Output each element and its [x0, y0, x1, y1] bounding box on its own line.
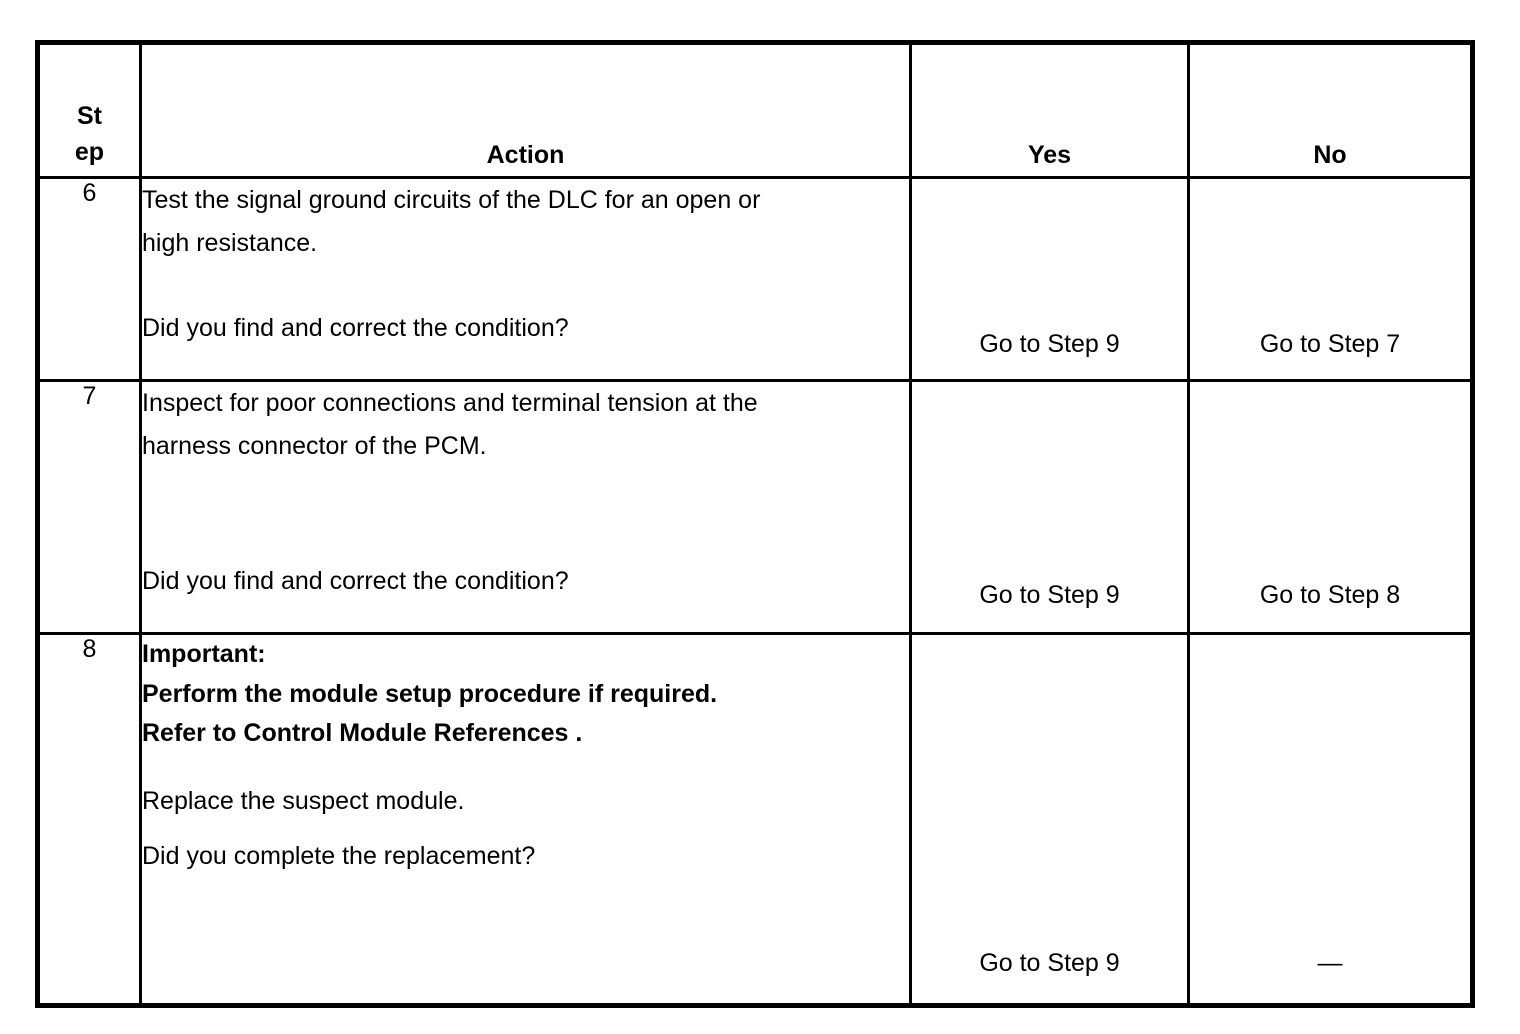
action-line: Test the signal ground circuits of the D…	[142, 186, 761, 214]
no-answer-cell: Go to Step 7	[1187, 176, 1474, 382]
column-header-step-line2: ep	[74, 137, 105, 166]
diagnostic-procedure-table: St ep Action Yes No 6 Te	[35, 40, 1475, 1008]
no-answer-cell: —	[1187, 632, 1474, 1007]
table-header: St ep Action Yes No	[36, 41, 1474, 179]
column-header-step: St ep	[36, 41, 142, 179]
yes-answer-cell: Go to Step 9	[909, 379, 1190, 635]
action-important-line: Perform the module setup procedure if re…	[142, 679, 718, 708]
yes-answer-cell: Go to Step 9	[909, 632, 1190, 1007]
column-header-yes: Yes	[909, 41, 1190, 179]
column-header-step-line1: St	[77, 101, 102, 130]
no-answer-label: Go to Step 7	[1259, 330, 1401, 358]
action-question: Did you complete the replacement?	[142, 841, 536, 870]
yes-answer-label: Go to Step 9	[979, 949, 1120, 977]
column-header-action: Action	[139, 41, 912, 179]
action-important-heading: Important:	[142, 640, 266, 668]
action-line: high resistance.	[142, 229, 318, 257]
action-cell: Inspect for poor connections and termina…	[139, 379, 912, 635]
column-header-no-label: No	[1313, 140, 1347, 169]
spacer	[142, 823, 909, 835]
action-line: Inspect for poor connections and termina…	[142, 389, 758, 417]
table-row: 7 Inspect for poor connections and termi…	[36, 379, 1474, 635]
action-cell: Important: Perform the module setup proc…	[139, 632, 912, 1007]
table-row: 6 Test the signal ground circuits of the…	[36, 176, 1474, 382]
action-important-reference: Refer to Control Module References .	[142, 719, 583, 747]
no-answer-dash: —	[1317, 949, 1343, 977]
spacer	[142, 265, 909, 307]
spacer	[142, 468, 909, 560]
step-number-cell: 6	[36, 176, 142, 382]
yes-answer-label: Go to Step 9	[979, 330, 1120, 358]
yes-answer-cell: Go to Step 9	[909, 176, 1190, 382]
action-question: Did you find and correct the condition?	[142, 314, 569, 342]
action-question: Did you find and correct the condition?	[142, 567, 569, 595]
action-line: harness connector of the PCM.	[142, 432, 487, 460]
no-answer-cell: Go to Step 8	[1187, 379, 1474, 635]
action-cell: Test the signal ground circuits of the D…	[139, 176, 912, 382]
spacer	[142, 754, 909, 780]
header-row: St ep Action Yes No	[36, 41, 1474, 179]
no-answer-label: Go to Step 8	[1259, 581, 1401, 609]
column-header-no: No	[1187, 41, 1474, 179]
action-line: Replace the suspect module.	[142, 786, 465, 815]
column-header-yes-label: Yes	[1027, 140, 1072, 169]
table-row: 8 Important: Perform the module setup pr…	[36, 632, 1474, 1007]
step-number-cell: 8	[36, 632, 142, 1007]
yes-answer-label: Go to Step 9	[979, 581, 1120, 609]
step-number-cell: 7	[36, 379, 142, 635]
column-header-action-label: Action	[486, 140, 565, 169]
table-body: 6 Test the signal ground circuits of the…	[36, 176, 1474, 1007]
